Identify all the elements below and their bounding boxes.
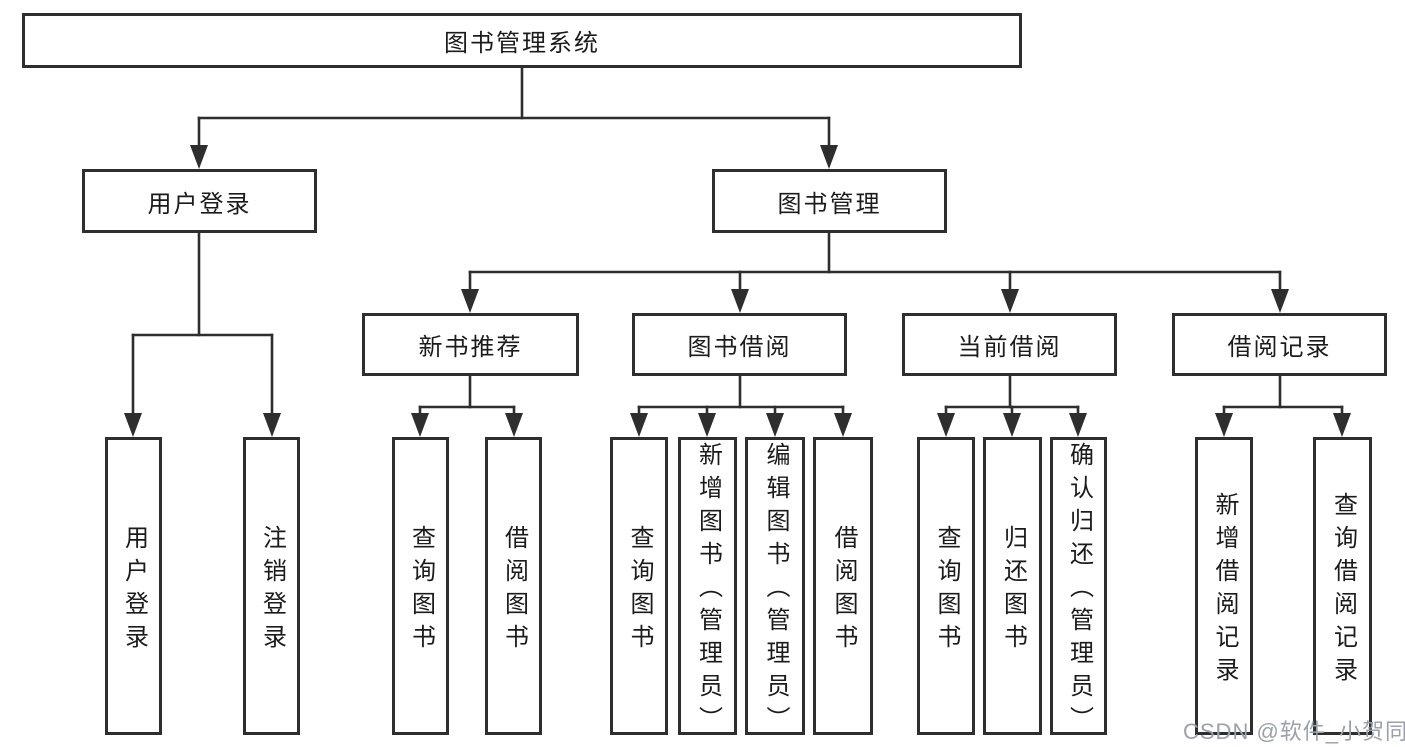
arrowhead-down-icon [1215,413,1233,437]
node-label-leaf-logout: 注销登录 [258,524,286,657]
watermark: CSDN @软件_小贺同学 [1183,719,1405,744]
node-label-leaf-query-book-borrow: 查询图书 [626,524,653,657]
node-book-management: 图书管理 [712,169,947,233]
arrowhead-down-icon [1001,289,1019,313]
arrowhead-down-icon [124,413,142,437]
node-user-login: 用户登录 [82,169,317,233]
node-label-new-book-recommend: 新书推荐 [418,334,523,361]
node-leaf-borrow-book: 借阅图书 [813,437,873,735]
node-label-leaf-query-book-current: 查询图书 [933,524,960,657]
node-label-leaf-edit-book: 编辑图书（管理员） [762,442,789,739]
node-leaf-logout: 注销登录 [243,437,300,735]
arrowhead-down-icon [411,413,429,437]
arrowhead-down-icon [731,289,749,313]
node-leaf-add-borrow-record: 新增借阅记录 [1195,437,1253,735]
arrowhead-down-icon [834,413,852,437]
node-label-leaf-add-borrow-record: 新增借阅记录 [1211,491,1238,690]
node-label-leaf-return-book: 归还图书 [999,524,1027,657]
node-label-leaf-borrow-book: 借阅图书 [830,524,857,657]
arrowhead-down-icon [698,413,716,437]
node-leaf-query-book-current: 查询图书 [917,437,975,735]
node-leaf-add-book: 新增图书（管理员） [678,437,737,739]
node-label-leaf-query-book-recommend: 查询图书 [407,524,435,657]
node-label-leaf-user-login: 用户登录 [120,524,148,657]
node-book-borrow: 图书借阅 [632,313,847,376]
node-label-leaf-add-book: 新增图书（管理员） [694,442,722,739]
arrowhead-down-icon [766,413,784,437]
arrowhead-down-icon [1069,413,1087,437]
node-label-current-borrow: 当前借阅 [957,334,1062,361]
node-label-leaf-confirm-return: 确认归还（管理员） [1065,442,1093,739]
arrowhead-down-icon [1333,413,1351,437]
node-current-borrow: 当前借阅 [902,313,1117,376]
node-label-user-login: 用户登录 [147,190,252,218]
arrowhead-down-icon [190,145,208,169]
node-leaf-query-book-borrow: 查询图书 [610,437,668,735]
arrowhead-down-icon [505,413,523,437]
node-leaf-edit-book: 编辑图书（管理员） [745,437,805,739]
node-root: 图书管理系统 [22,13,1022,68]
node-label-book-borrow: 图书借阅 [687,334,792,361]
node-label-book-management: 图书管理 [777,190,882,218]
arrowhead-down-icon [937,413,955,437]
node-label-leaf-query-borrow-record: 查询借阅记录 [1329,491,1357,690]
node-leaf-query-book-recommend: 查询图书 [392,437,449,735]
node-leaf-borrow-book-recommend: 借阅图书 [485,437,542,735]
node-leaf-query-borrow-record: 查询借阅记录 [1313,437,1372,735]
node-label-root: 图书管理系统 [444,30,600,57]
node-new-book-recommend: 新书推荐 [362,313,579,376]
arrowhead-down-icon [820,145,838,169]
node-borrow-records: 借阅记录 [1172,313,1387,376]
node-leaf-return-book: 归还图书 [983,437,1042,735]
node-leaf-user-login: 用户登录 [105,437,162,735]
node-leaf-confirm-return: 确认归还（管理员） [1050,437,1107,739]
arrowhead-down-icon [461,289,479,313]
arrowhead-down-icon [630,413,648,437]
arrowhead-down-icon [1271,289,1289,313]
node-label-borrow-records: 借阅记录 [1227,334,1332,361]
arrowhead-down-icon [1003,413,1021,437]
node-label-leaf-borrow-book-recommend: 借阅图书 [500,524,528,657]
arrowhead-down-icon [263,413,281,437]
